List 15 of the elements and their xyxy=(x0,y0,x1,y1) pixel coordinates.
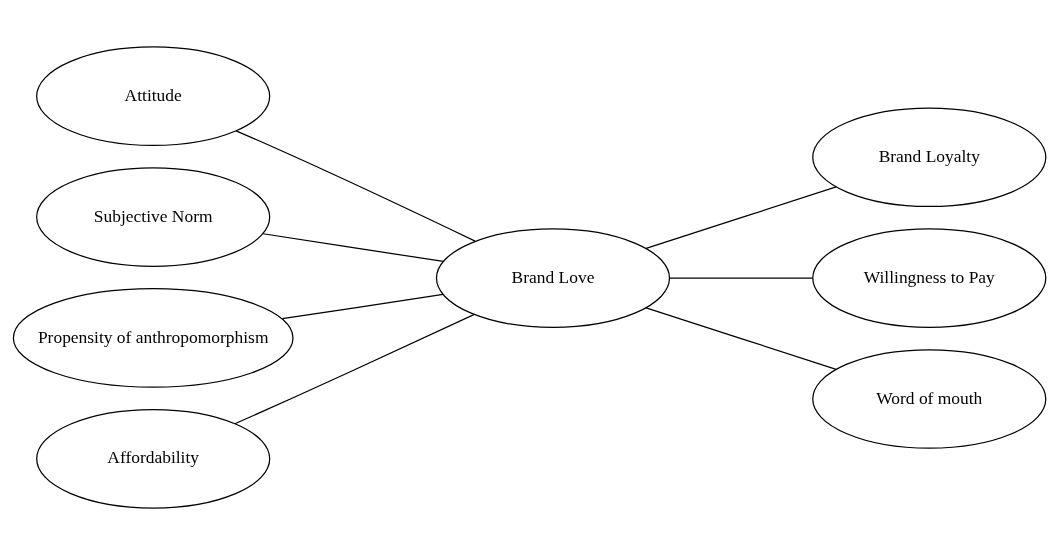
node-ellipse: Subjective Norm xyxy=(36,167,271,267)
connector xyxy=(234,314,475,425)
connector xyxy=(669,277,814,279)
node-ellipse: Word of mouth xyxy=(812,349,1047,449)
connector xyxy=(281,293,444,320)
connector xyxy=(235,130,476,242)
node-ellipse: Brand Loyalty xyxy=(812,107,1047,208)
connector xyxy=(645,186,837,250)
node-ellipse: Propensity of anthropomorphism xyxy=(12,288,294,388)
node-ellipse: Brand Love xyxy=(435,228,671,328)
connector xyxy=(645,307,837,370)
connector xyxy=(262,233,444,263)
node-ellipse: Attitude xyxy=(36,46,271,147)
node-ellipse: Affordability xyxy=(36,408,271,509)
node-ellipse: Willingness to Pay xyxy=(812,228,1047,328)
